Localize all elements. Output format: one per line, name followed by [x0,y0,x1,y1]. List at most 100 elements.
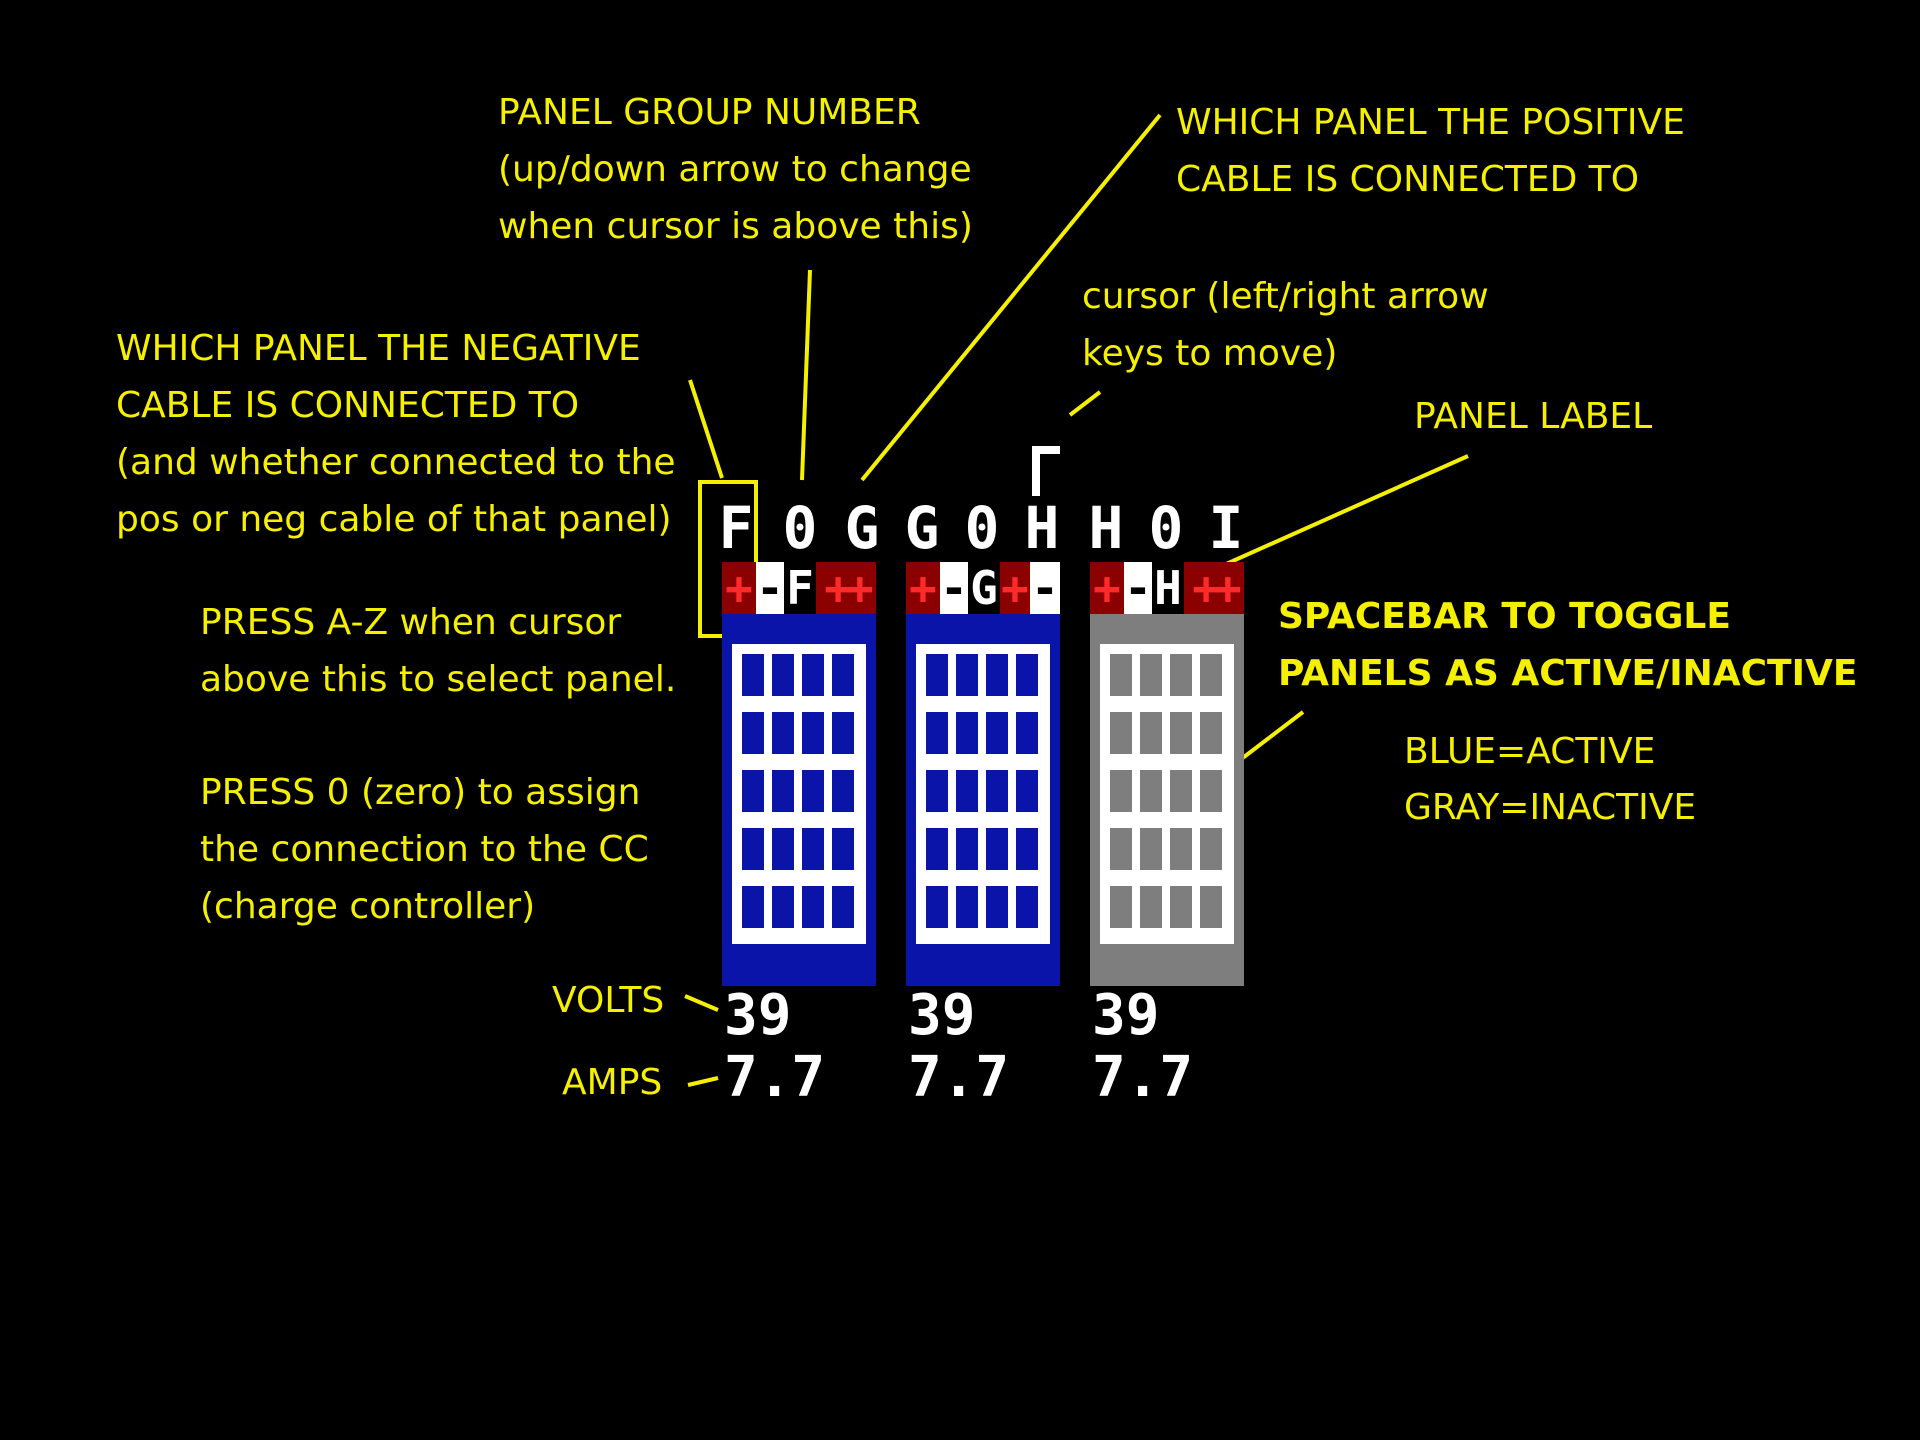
solar-cell [772,886,794,928]
solar-cell [956,770,978,812]
solar-cell [772,712,794,754]
solar-cell [1016,770,1038,812]
solar-cell [1110,654,1132,696]
panel-cell-frame-1 [732,644,866,944]
solar-cell [1200,654,1222,696]
solar-cell [1110,828,1132,870]
solar-cell [1016,886,1038,928]
leader-negative-cable [688,379,724,479]
solar-cell [742,828,764,870]
solar-cell [986,654,1008,696]
solar-panel-1[interactable] [722,614,876,986]
solar-cell [956,828,978,870]
annotation-volts: VOLTS [552,980,665,1021]
solar-cell [742,886,764,928]
solar-cell [956,712,978,754]
leader-spacebar [1238,710,1305,762]
solar-cell [832,828,854,870]
solar-cell [772,770,794,812]
annotation-press-zero: PRESS 0 (zero) to assign the connection … [200,772,649,927]
amps-reading-2: 7.7 [908,1045,1010,1110]
solar-cell [802,886,824,928]
negative-connection-2[interactable]: G [904,494,940,562]
solar-cell [742,712,764,754]
solar-cell [832,712,854,754]
cable-pos-terminal-1: ++ [816,562,876,614]
solar-cell [1170,770,1192,812]
cable-minus-3: - [1124,561,1152,615]
solar-cell [1016,828,1038,870]
cable-pos-terminal-3: ++ [1184,562,1244,614]
solar-cell [1200,712,1222,754]
cable-minus-2b: - [1030,561,1060,615]
annotation-press-az: PRESS A-Z when cursor above this to sele… [200,602,677,700]
solar-cell [742,770,764,812]
solar-cell [926,770,948,812]
positive-connection-3[interactable]: I [1208,494,1244,562]
solar-cell [1170,654,1192,696]
solar-cell [1016,712,1038,754]
solar-cell [1140,886,1162,928]
group-number-2[interactable]: 0 [964,494,1000,562]
solar-cell [1140,770,1162,812]
solar-cell [1016,654,1038,696]
amps-reading-3: 7.7 [1092,1045,1194,1110]
cable-neg-terminal-1: + [722,562,756,614]
leader-volts [684,994,719,1012]
solar-cell [956,654,978,696]
annotation-negative-cable: WHICH PANEL THE NEGATIVE CABLE IS CONNEC… [116,328,676,540]
solar-cell [1110,770,1132,812]
annotation-positive-cable: WHICH PANEL THE POSITIVE CABLE IS CONNEC… [1176,102,1685,200]
solar-cell [802,654,824,696]
panel-label-2: G [968,562,1000,614]
volts-reading-3: 39 [1092,983,1160,1048]
annotation-spacebar: SPACEBAR TO TOGGLE PANELS AS ACTIVE/INAC… [1278,596,1858,694]
annotation-panel-label: PANEL LABEL [1414,396,1653,437]
annotation-panel-group-number: PANEL GROUP NUMBER (up/down arrow to cha… [498,92,973,247]
solar-cell [1200,770,1222,812]
solar-cell [772,828,794,870]
group-number-3[interactable]: 0 [1148,494,1184,562]
cable-minus-1: - [756,561,784,615]
solar-cell [986,828,1008,870]
negative-connection-3[interactable]: H [1088,494,1124,562]
solar-cell [802,770,824,812]
solar-cell [832,770,854,812]
positive-connection-2[interactable]: H [1024,494,1060,562]
solar-cell [1140,828,1162,870]
volts-reading-2: 39 [908,983,976,1048]
solar-cell [986,712,1008,754]
solar-cell [956,886,978,928]
annotation-amps: AMPS [562,1062,663,1103]
annotation-legend: BLUE=ACTIVE GRAY=INACTIVE [1404,731,1697,828]
cable-neg-terminal-3: + [1090,562,1124,614]
solar-cell [926,886,948,928]
leader-cursor [1068,390,1102,417]
solar-panel-3[interactable] [1090,614,1244,986]
solar-cell [832,654,854,696]
solar-cell [1140,654,1162,696]
panel-label-1: F [784,562,816,614]
negative-connection-1[interactable]: F [718,494,754,562]
solar-panel-2[interactable] [906,614,1060,986]
group-number-1[interactable]: 0 [782,494,818,562]
solar-cell [986,770,1008,812]
solar-cell [742,654,764,696]
solar-cell [1170,828,1192,870]
solar-cell [1140,712,1162,754]
leader-group-number [800,269,812,481]
solar-cell [926,828,948,870]
cable-pos-terminal-2: + [1000,561,1030,615]
positive-connection-1[interactable]: G [844,494,880,562]
solar-cell [1110,886,1132,928]
solar-cell [802,828,824,870]
leader-positive-cable [860,113,1162,482]
cursor-icon [1032,446,1060,496]
panel-cell-frame-3 [1100,644,1234,944]
cable-minus-2a: - [940,561,968,615]
solar-cell [1110,712,1132,754]
solar-cell [772,654,794,696]
solar-cell [1170,712,1192,754]
